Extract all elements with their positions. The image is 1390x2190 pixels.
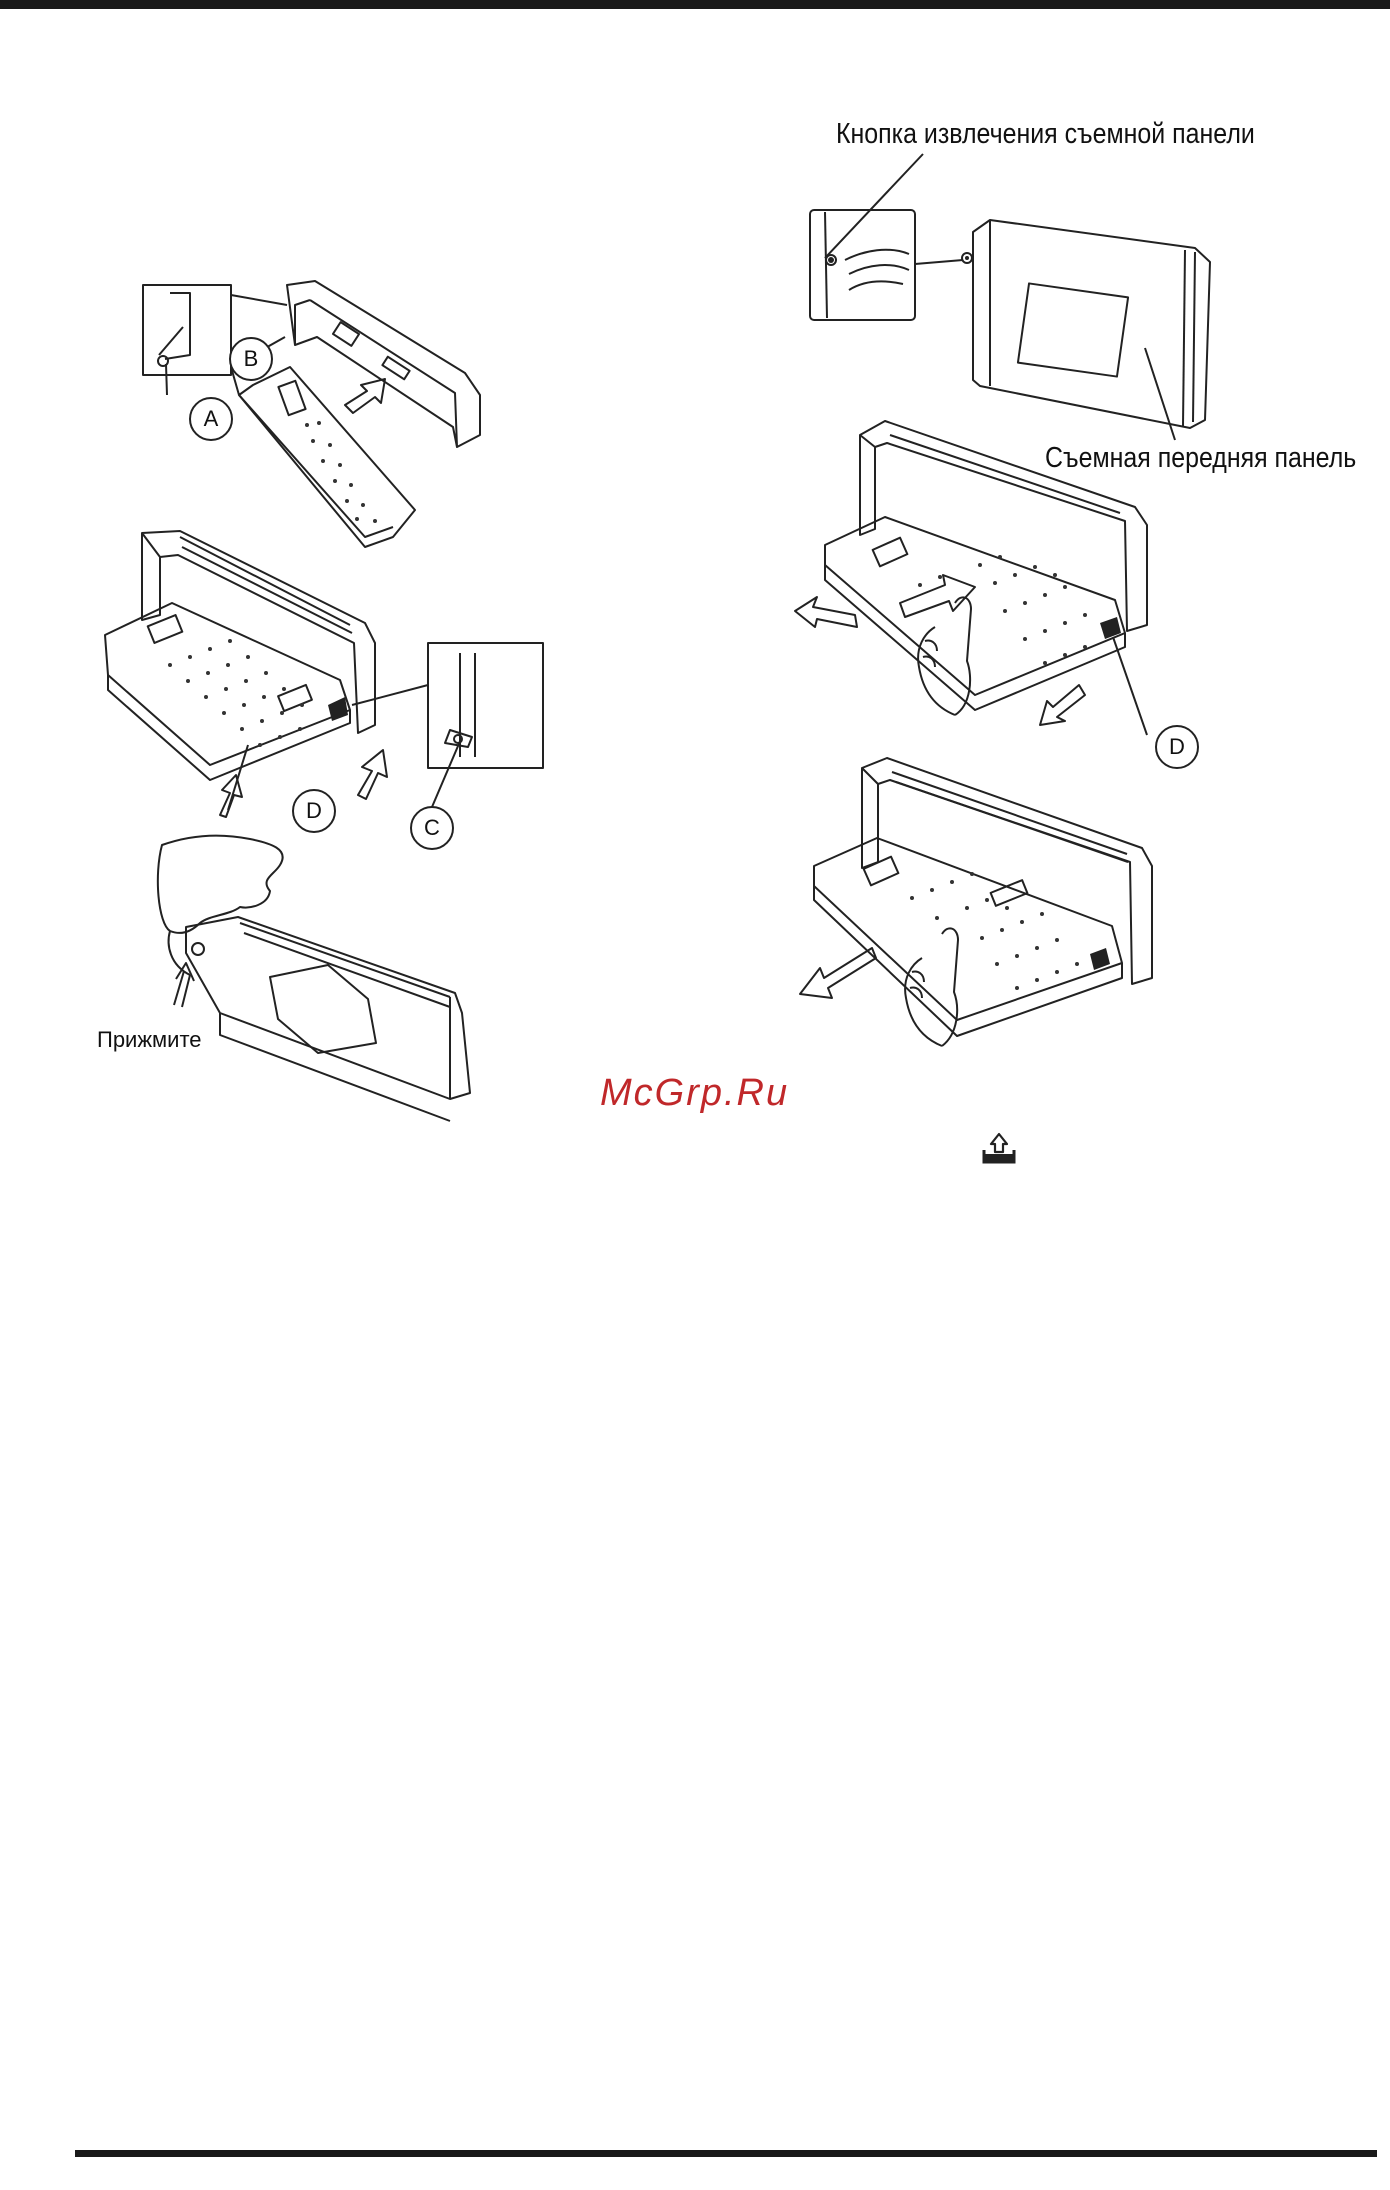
label-release-button: Кнопка извлечения съемной панели [836,118,1255,151]
label-press: Прижмите [97,1027,202,1053]
eject-icon [980,1130,1018,1166]
callout-d-left: D [292,789,336,833]
callout-b: B [229,337,273,381]
watermark: McGrp.Ru [600,1072,789,1115]
figure-press-panel [150,835,480,1105]
figure-release-button [805,150,1225,450]
figure-pull-panel [792,758,1172,1058]
figure-slide-panel [795,415,1225,735]
callout-a: A [189,397,233,441]
bottom-rule [75,2150,1377,2157]
top-rule [0,0,1390,9]
